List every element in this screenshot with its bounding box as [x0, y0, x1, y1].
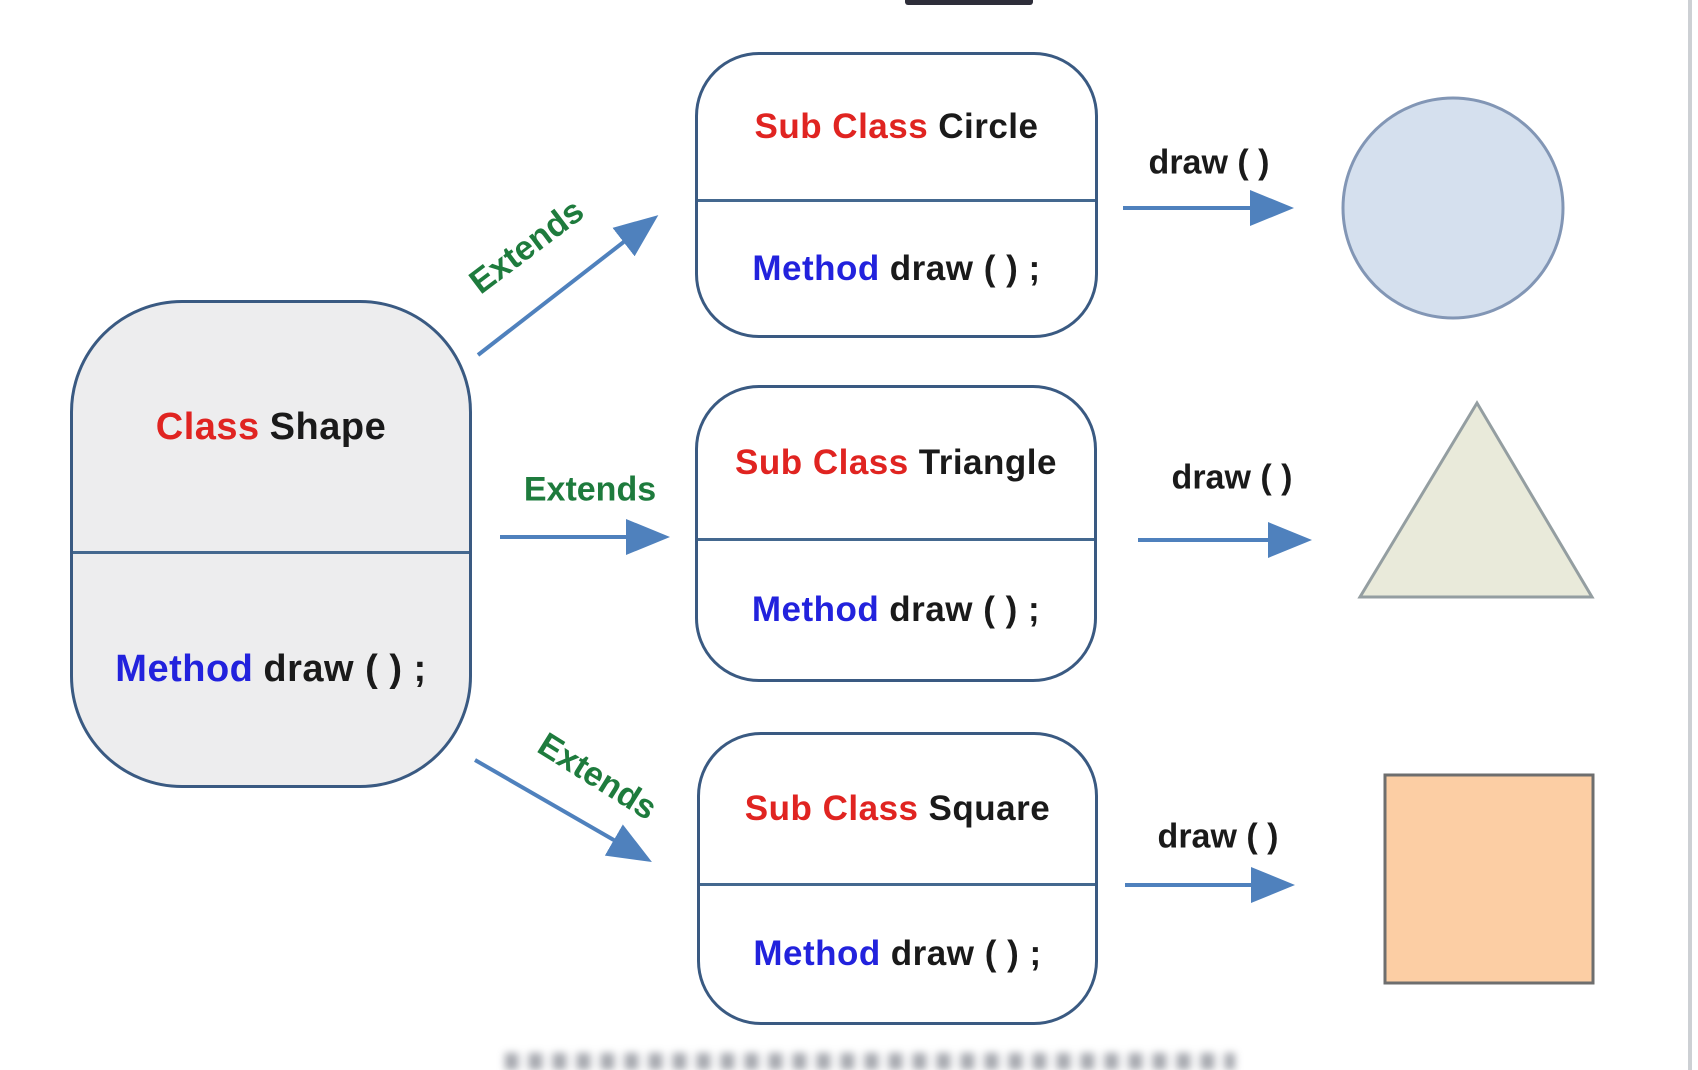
triangle-shape [1357, 400, 1595, 599]
subclass-name: Circle [938, 107, 1039, 147]
subclass-keyword: Sub Class [735, 442, 909, 482]
cropped-caption-bottom [505, 1053, 1235, 1070]
extends-label-triangle: Extends [523, 470, 657, 509]
subclass-name: Square [928, 788, 1051, 828]
method-code: draw ( ) ; [889, 589, 1041, 629]
class-keyword: Class [155, 405, 260, 448]
draw-call-label-triangle: draw ( ) [1171, 458, 1293, 497]
subclass-keyword: Sub Class [744, 788, 919, 828]
square-shape [1383, 773, 1595, 985]
cropped-element-top [905, 0, 1033, 5]
method-code: draw ( ) ; [889, 248, 1041, 288]
subclass-name: Triangle [918, 442, 1057, 482]
right-edge-border [1688, 0, 1692, 1070]
extends-arrow-square [474, 758, 652, 862]
draw-call-label-square: draw ( ) [1157, 817, 1279, 856]
method-keyword: Method [751, 589, 880, 629]
class-name: Shape [269, 405, 387, 448]
subclass-keyword: Sub Class [754, 107, 929, 147]
method-keyword: Method [115, 648, 254, 691]
method-keyword: Method [752, 248, 880, 288]
extends-label-square: Extends [531, 725, 664, 828]
method-code: draw ( ) ; [263, 648, 427, 691]
circle-shape [1341, 96, 1565, 320]
extends-label-circle: Extends [462, 191, 591, 302]
method-code: draw ( ) ; [890, 933, 1042, 973]
draw-call-label-circle: draw ( ) [1148, 143, 1270, 182]
method-keyword: Method [753, 933, 881, 973]
extends-arrow-circle [476, 215, 659, 357]
